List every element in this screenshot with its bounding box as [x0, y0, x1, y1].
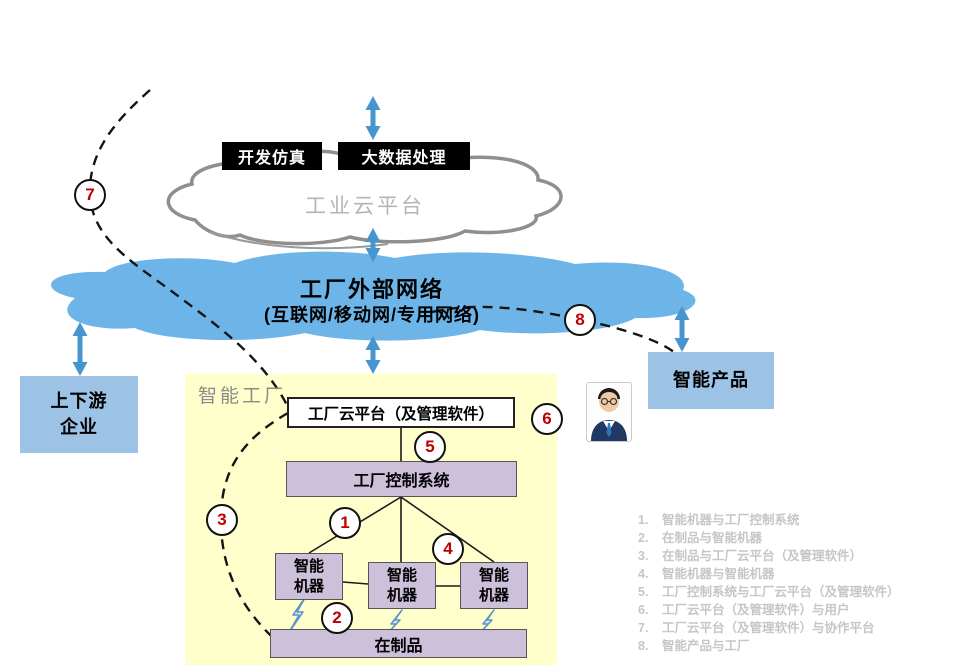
legend-item: 7. 工厂云平台（及管理软件）与协作平台	[638, 621, 875, 635]
link-marker-4: 4	[432, 533, 464, 565]
legend-item: 1. 智能机器与工厂控制系统	[638, 513, 800, 527]
legend-item: 4. 智能机器与智能机器	[638, 567, 775, 581]
external-network-title: 工厂外部网络	[299, 277, 444, 302]
factory-control-node: 工厂控制系统	[286, 461, 517, 497]
link-marker-5: 5	[414, 431, 446, 463]
smart-machine-node-1: 智能 机器	[275, 553, 343, 600]
dev-simulation-label: 开发仿真	[237, 150, 306, 167]
link-marker-7: 7	[74, 179, 106, 211]
up-down-arrows	[72, 96, 690, 376]
smart-product-label: 智能产品	[673, 369, 749, 390]
industrial-cloud-label: 工业云平台	[305, 194, 425, 218]
legend-item: 5. 工厂控制系统与工厂云平台（及管理软件）	[638, 585, 900, 599]
link-marker-1: 1	[329, 507, 361, 539]
cloud-network-arrow	[365, 228, 381, 262]
legend-item: 3. 在制品与工厂云平台（及管理软件）	[638, 549, 863, 563]
factory-cloud-platform-node: 工厂云平台（及管理软件）	[287, 397, 515, 428]
dev-simulation-node: 开发仿真	[222, 142, 322, 170]
wip-label: 在制品	[374, 637, 423, 655]
partners-label: 上下游 企业	[50, 391, 108, 437]
legend-item: 8. 智能产品与工厂	[638, 639, 750, 653]
link-marker-2: 2	[321, 602, 353, 634]
smart-machine-label: 智能 机器	[293, 558, 324, 595]
smart-machine-node-3: 智能 机器	[460, 562, 528, 609]
dashed-link-wip-cloud	[219, 411, 289, 645]
external-network-subtitle: (互联网/移动网/专用网络)	[264, 305, 480, 325]
smart-product-node: 智能产品	[648, 352, 774, 409]
smart-factory-label: 智能工厂	[198, 385, 287, 407]
network-factory-arrow	[365, 336, 381, 374]
product-arrow	[674, 306, 690, 352]
dashed-link-product-factory	[431, 305, 675, 353]
factory-control-label: 工厂控制系统	[353, 473, 450, 490]
legend-item: 6. 工厂云平台（及管理软件）与用户	[638, 603, 850, 617]
big-data-label: 大数据处理	[361, 150, 447, 167]
factory-cloud-platform-label: 工厂云平台（及管理软件）	[307, 405, 494, 423]
legend-item: 2. 在制品与智能机器	[638, 531, 763, 545]
smart-machine-label: 智能 机器	[478, 567, 509, 604]
collab-arrow	[365, 96, 381, 140]
smart-machine-node-2: 智能 机器	[368, 562, 436, 609]
big-data-node: 大数据处理	[338, 142, 470, 170]
wip-node: 在制品	[270, 629, 527, 658]
link-marker-6: 6	[531, 403, 563, 435]
link-marker-3: 3	[206, 504, 238, 536]
partners-node: 上下游 企业	[20, 376, 138, 453]
link-legend: 1. 智能机器与工厂控制系统 2. 在制品与智能机器 3. 在制品与工厂云平台（…	[638, 511, 970, 655]
link-marker-8: 8	[564, 304, 596, 336]
smart-machine-label: 智能 机器	[386, 567, 417, 604]
dashed-link-collab-platform	[88, 89, 290, 408]
user-icon	[586, 382, 632, 442]
external-network-cloud-shape	[51, 251, 696, 341]
partners-arrow	[72, 322, 88, 376]
